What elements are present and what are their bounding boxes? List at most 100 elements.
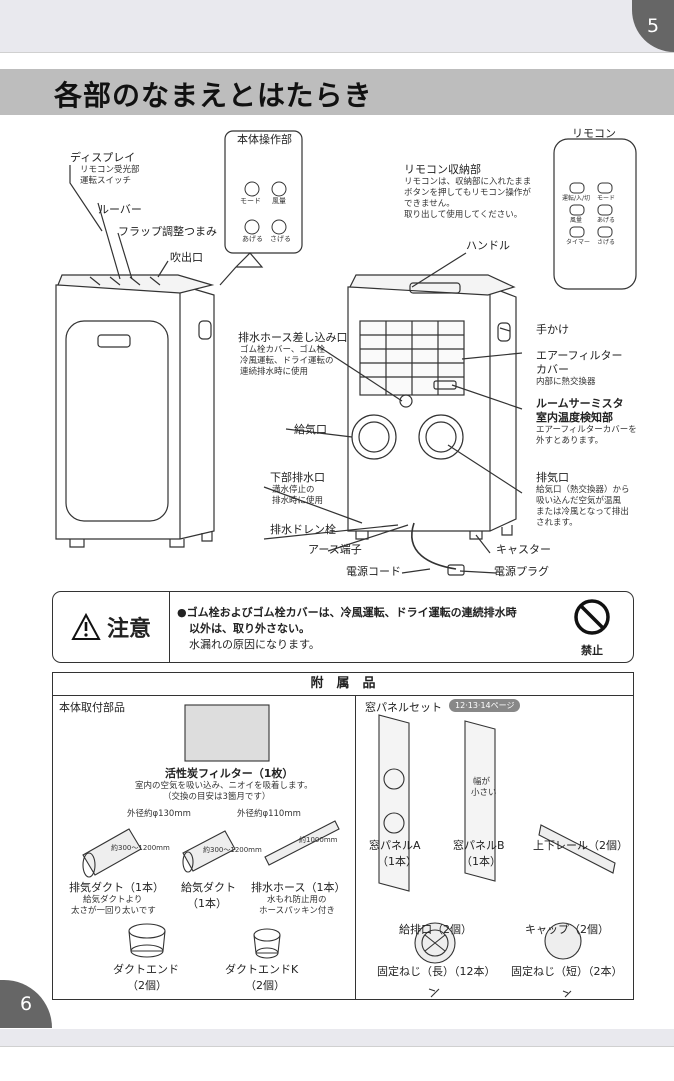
carbon-filter-note-1: 室内の空気を吸い込み、ニオイを吸着します。 — [135, 781, 313, 791]
panel-b-qty: （1本） — [461, 855, 501, 868]
label-earth-terminal: アース端子 — [308, 543, 362, 556]
exhaust-duct-len: 約300～1200mm — [111, 844, 170, 852]
caution-line-1: ●ゴム栓およびゴム栓カバーは、冷風運転、ドライ運転の連続排水時 — [177, 606, 517, 619]
label-handle: ハンドル — [466, 239, 510, 252]
duct-end-k-label: ダクトエンドK — [225, 963, 299, 976]
vent-illustration — [414, 922, 456, 964]
label-remote-storage-note-1: リモコンは、収納部に入れたまま — [404, 177, 532, 187]
label-display: ディスプレイ — [70, 151, 136, 164]
section-title-bar: 各部のなまえとはたらき — [0, 69, 674, 115]
drain-hose-note-1: 水もれ防止用の — [267, 895, 327, 905]
rm-btn-timer: タイマー — [566, 239, 591, 246]
screw-long-label: 固定ねじ（長）（12本） — [377, 965, 496, 978]
page-number-top: 5 — [632, 0, 674, 52]
intake-duct-qty: （1本） — [187, 897, 227, 910]
vent-label: 給排口（2個） — [399, 923, 472, 936]
warning-triangle-icon — [71, 612, 101, 640]
rear-unit-illustration — [347, 274, 517, 576]
label-drain-plug: 排水ドレン栓 — [270, 523, 336, 536]
exhaust-duct-note-1: 給気ダクトより — [83, 895, 143, 905]
rm-btn-fan: 風量 — [570, 217, 583, 224]
duct-end-label: ダクトエンド — [113, 963, 179, 976]
label-remote-storage-note-3: できません。 — [404, 199, 455, 209]
accessories-title: 附 属 品 — [53, 673, 633, 696]
label-filter-cover-1: エアーフィルター — [536, 349, 623, 362]
window-set-title: 窓パネルセット — [365, 701, 442, 714]
front-unit-illustration — [55, 274, 215, 548]
label-flap-knob: フラップ調整つまみ — [118, 225, 217, 238]
cp-btn-fan: 風量 — [272, 197, 286, 205]
label-exhaust-note-4: されます。 — [536, 518, 578, 528]
exhaust-duct-label: 排気ダクト（1本） — [69, 881, 164, 894]
window-panel-b-illustration — [464, 720, 496, 882]
label-exhaust-note-1: 給気口（熱交換器）から — [536, 485, 630, 495]
duct-end-illustration — [128, 923, 166, 958]
label-lower-drain-note-1: 満水停止の — [272, 485, 315, 495]
exhaust-duct-note-2: 太さが一回り太いです — [71, 906, 156, 916]
cp-btn-down: さげる — [270, 235, 291, 243]
rm-btn-down: さげる — [597, 239, 616, 246]
drain-hose-illustration — [264, 820, 340, 866]
caution-heading: 注意 — [106, 617, 151, 642]
window-panel-a-illustration — [378, 714, 410, 892]
label-drain-hose-note-1: ゴム栓カバー、ゴム栓 — [240, 345, 325, 355]
next-page-strip — [0, 1046, 674, 1081]
drain-hose-label: 排水ホース（1本） — [251, 881, 346, 894]
remote-illustration — [553, 138, 637, 290]
window-set-ref: 12·13·14ページ — [449, 699, 521, 712]
label-display-note-1: リモコン受光部 — [80, 165, 140, 175]
exhaust-duct-dia: 外径約φ130mm — [127, 809, 191, 819]
label-exhaust: 排気口 — [536, 471, 569, 484]
label-filter-cover-2: カバー — [536, 363, 569, 376]
carbon-filter-illustration — [184, 704, 270, 762]
label-drain-hose-inlet: 排水ホース差し込み口 — [238, 331, 348, 344]
caution-line-2: 以外は、取り外さない。 — [189, 622, 310, 635]
accessories-divider — [355, 696, 356, 999]
rm-btn-mode: モード — [597, 195, 616, 202]
label-lower-drain-note-2: 排水時に使用 — [272, 496, 324, 506]
label-thermistor-2: 室内温度検知部 — [536, 411, 613, 424]
duct-end-k-qty: （2個） — [245, 979, 285, 992]
intake-duct-illustration — [182, 830, 236, 873]
panel-b-label: 窓パネルB — [453, 839, 505, 852]
drain-hose-len: 約1000mm — [299, 836, 338, 844]
panel-a-qty: （1本） — [377, 855, 417, 868]
panel-b-note-2: 小さい — [471, 788, 497, 798]
label-louver: ルーバー — [98, 203, 142, 216]
duct-end-qty: （2個） — [127, 979, 167, 992]
rm-btn-up: あげる — [597, 217, 616, 224]
rm-btn-power: 運転/入/切 — [562, 195, 591, 202]
panel-b-note-1: 幅が — [473, 777, 491, 787]
caution-line-3: 水漏れの原因になります。 — [189, 638, 320, 651]
label-lower-drain: 下部排水口 — [270, 471, 325, 484]
parts-diagram — [55, 130, 637, 576]
control-panel-title: 本体操作部 — [237, 133, 292, 146]
label-outlet: 吹出口 — [170, 251, 203, 264]
label-power-cord: 電源コード — [346, 565, 401, 578]
label-drain-hose-note-3: 連続排水時に使用 — [240, 367, 309, 377]
rail-illustration — [538, 824, 616, 874]
label-remote-storage-note-4: 取り出して使用してください。 — [404, 210, 523, 220]
label-thermistor-1: ルームサーミスタ — [536, 397, 624, 410]
label-exhaust-note-3: または冷風となって排出 — [536, 507, 629, 517]
label-thermistor-note-1: エアーフィルターカバーを — [536, 425, 637, 435]
label-power-plug: 電源プラグ — [494, 565, 549, 578]
caution-box: 注意 ●ゴム栓およびゴム栓カバーは、冷風運転、ドライ運転の連続排水時 以外は、取… — [52, 591, 634, 663]
label-caster: キャスター — [496, 543, 551, 556]
exhaust-duct-illustration — [82, 828, 142, 878]
cp-btn-up: あげる — [242, 235, 263, 243]
panel-a-label: 窓パネルA — [369, 839, 421, 852]
label-exhaust-note-2: 吸い込んだ空気が温風 — [536, 496, 622, 506]
label-display-note-2: 運転スイッチ — [80, 176, 132, 186]
duct-end-k-illustration — [253, 928, 281, 959]
intake-duct-label: 給気ダクト — [181, 881, 236, 894]
label-remote-storage: リモコン収納部 — [404, 163, 481, 176]
intake-duct-dia: 外径約φ110mm — [237, 809, 301, 819]
carbon-filter-note-2: （交換の目安は3箇月です） — [163, 792, 271, 802]
manual-page: 各部のなまえとはたらき — [0, 52, 674, 1029]
drain-hose-note-2: ホースパッキン付き — [259, 906, 335, 916]
prohibit-icon — [574, 599, 610, 635]
prohibit-label: 禁止 — [581, 644, 603, 657]
cp-btn-mode: モード — [240, 197, 261, 205]
screw-short-label: 固定ねじ（短）（2本） — [511, 965, 623, 978]
